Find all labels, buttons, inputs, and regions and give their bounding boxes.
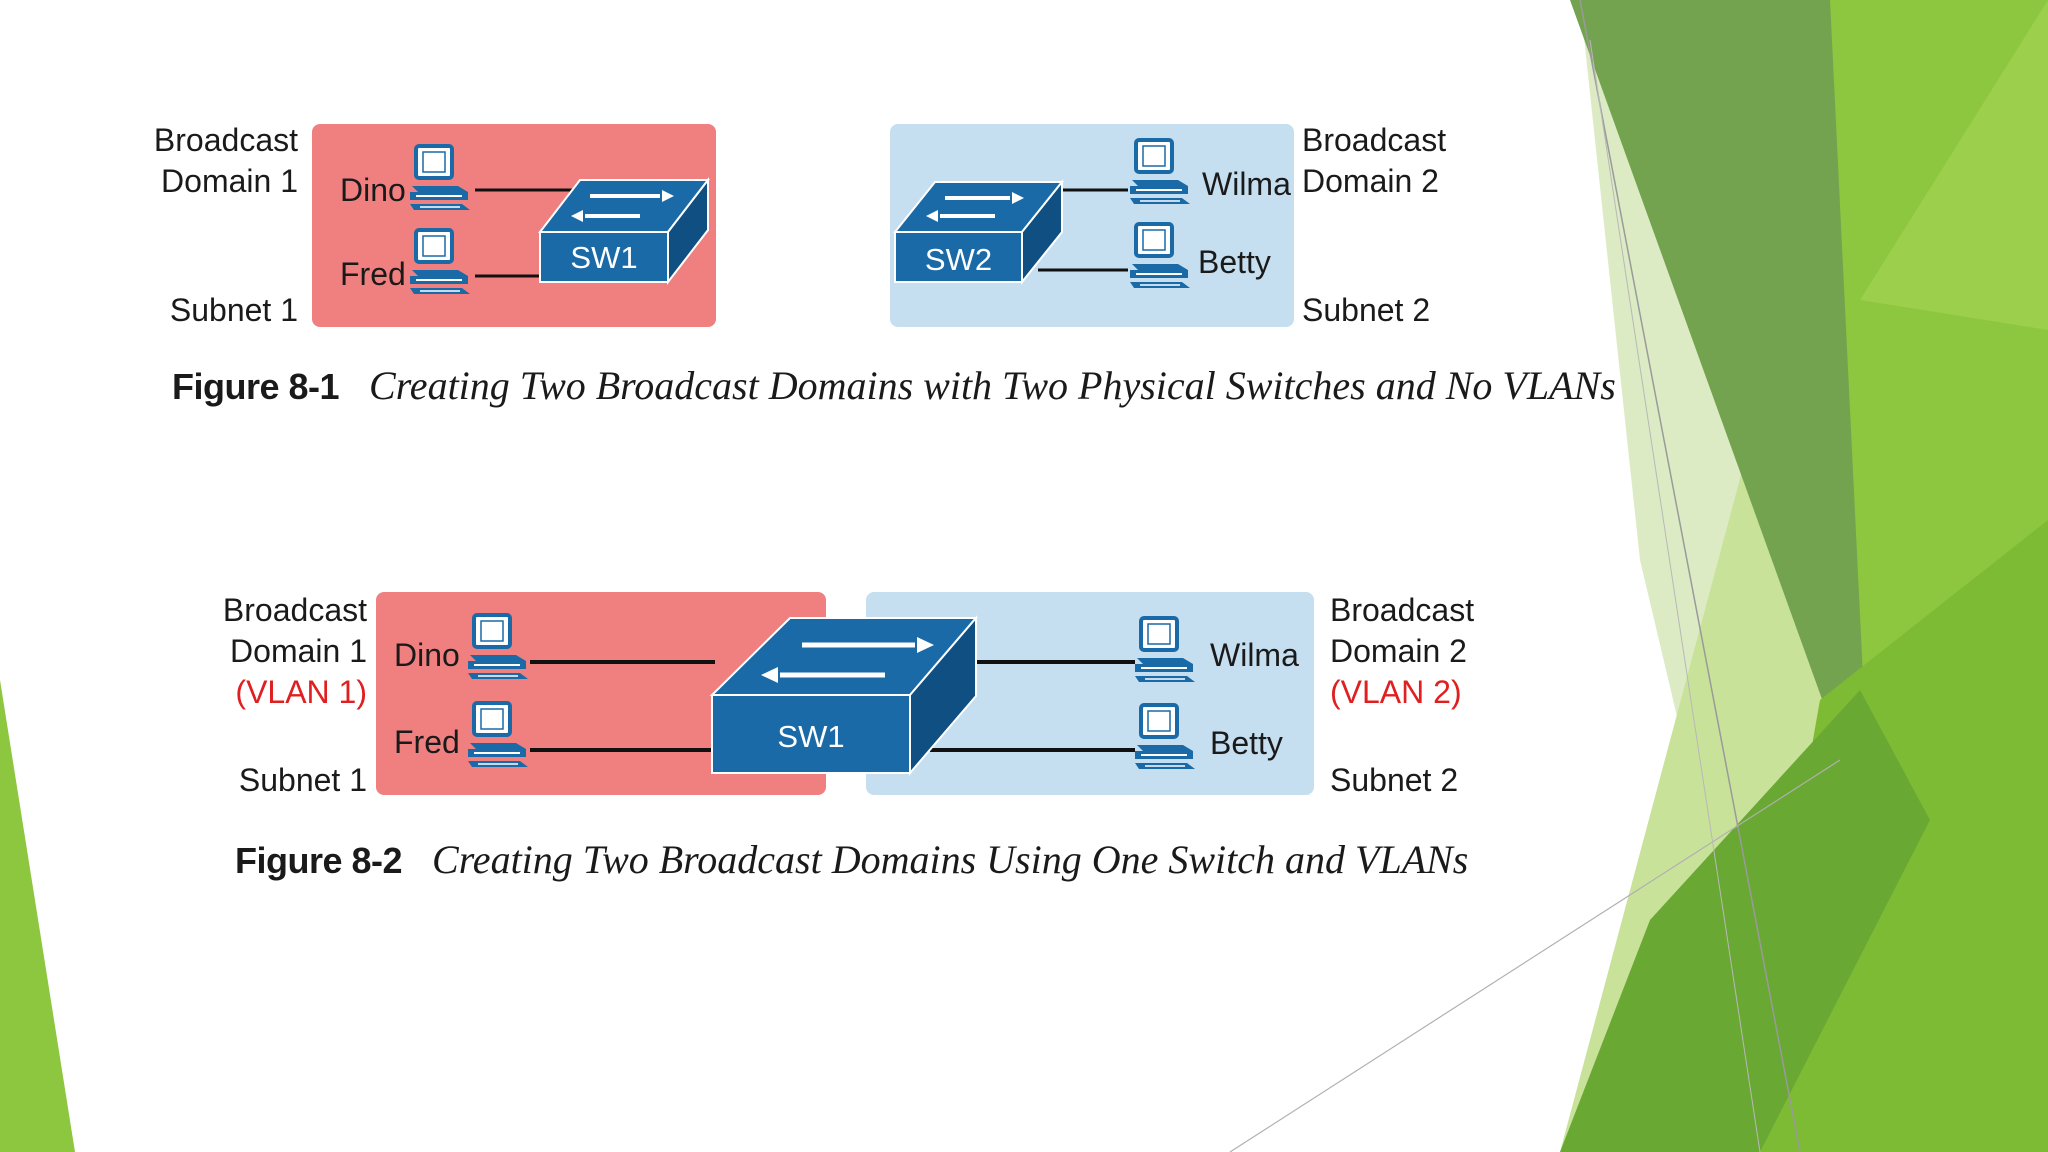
fig2-caption: Figure 8-2 Creating Two Broadcast Domains… [235, 836, 1468, 883]
fig1-host-fred: Fred [340, 256, 406, 292]
right-bottom-dark [1560, 690, 1930, 1152]
right-mid-green [1860, 0, 2048, 330]
fig2-vlan1-label: (VLAN 1) [235, 674, 367, 710]
fig1-caption-number: Figure 8-1 [172, 366, 340, 407]
fig1-subnet2-label: Subnet 2 [1302, 292, 1431, 328]
fig2-host-wilma: Wilma [1210, 637, 1299, 673]
fig2-subnet1-label: Subnet 1 [238, 762, 367, 798]
decor-line-1 [1579, 0, 1801, 1152]
fig2-caption-title: Creating Two Broadcast Domains Using One… [432, 837, 1469, 882]
fig2-host-dino: Dino [394, 637, 460, 673]
fig2-host-fred: Fred [394, 724, 460, 760]
switch-icon [537, 177, 711, 285]
fig1-sw2-label: SW2 [924, 242, 993, 277]
fig1-caption: Figure 8-1 Creating Two Broadcast Domains… [172, 362, 1616, 409]
fig2-domain1-label: Broadcast Domain 1 (VLAN 1) [215, 590, 367, 713]
fig1-host-wilma: Wilma [1202, 166, 1291, 202]
fig2-caption-number: Figure 8-2 [235, 840, 403, 881]
fig2-vlan2-label: (VLAN 2) [1330, 674, 1462, 710]
switch-icon [892, 179, 1065, 285]
fig2-host-betty: Betty [1210, 725, 1283, 761]
fig2-subnet2-label: Subnet 2 [1330, 762, 1459, 798]
left-accent-triangle [0, 680, 75, 1152]
decor-line-2 [1229, 759, 1841, 1152]
fig1-sw1-label: SW1 [570, 240, 638, 275]
switch-icon [709, 615, 979, 776]
fig1-subnet1-label: Subnet 1 [169, 292, 298, 328]
fig2-domain2-box [866, 592, 1314, 795]
fig2-sw1-label: SW1 [777, 719, 845, 754]
fig1-domain2-label: Broadcast Domain 2 [1302, 122, 1447, 199]
fig1-host-betty: Betty [1198, 244, 1271, 280]
decor-line-3 [1589, 39, 1761, 1152]
fig1-host-dino: Dino [340, 172, 406, 208]
fig2-domain2-label: Broadcast Domain 2 (VLAN 2) [1330, 590, 1474, 713]
fig1-domain1-label: Broadcast Domain 1 [153, 122, 298, 199]
fig1-caption-title: Creating Two Broadcast Domains with Two … [369, 363, 1616, 408]
